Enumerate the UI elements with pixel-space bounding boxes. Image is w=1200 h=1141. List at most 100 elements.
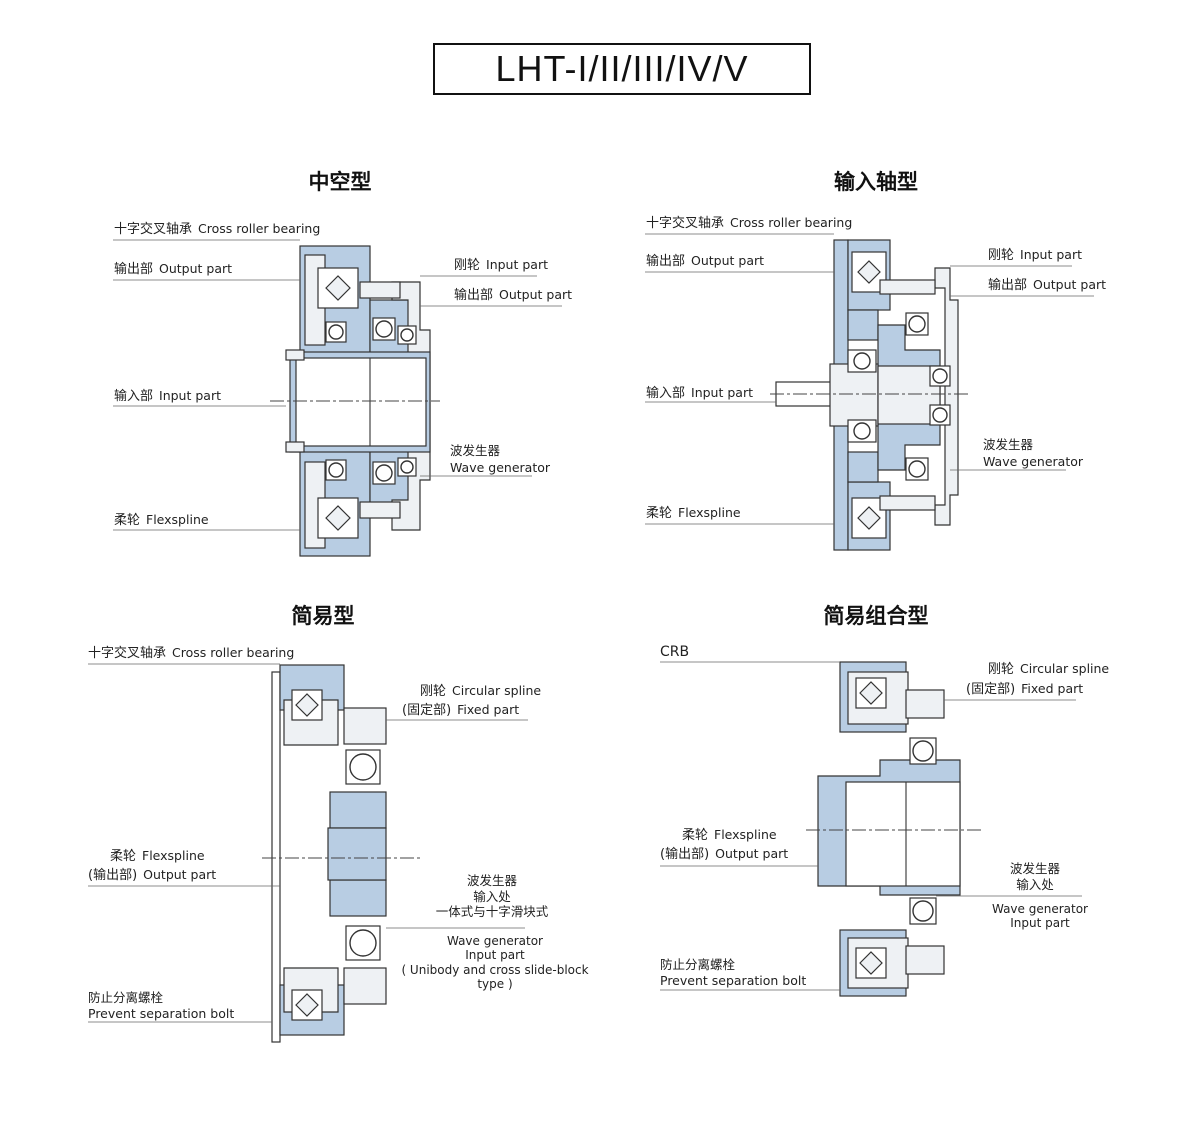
combo-flexout-en: Output part bbox=[715, 846, 789, 861]
section-title-shaft: 输入轴型 bbox=[834, 170, 918, 194]
hollow-type-diagram bbox=[270, 245, 440, 557]
combo-flexout-label: (输出部) Output part bbox=[660, 846, 789, 862]
combo-wave-en2: Input part bbox=[1010, 916, 1070, 931]
hollow-input-en: Input part bbox=[159, 388, 221, 403]
hollow-rigid-en: Input part bbox=[486, 257, 548, 272]
shaft-input-cn: 输入部 bbox=[646, 386, 686, 401]
hollow-flex-en: Flexspline bbox=[146, 512, 209, 527]
combo-wave-en1: Wave generator bbox=[991, 902, 1088, 916]
combo-flexout-cn: (输出部) bbox=[660, 847, 710, 862]
shaft-rigid-en: Input part bbox=[1020, 247, 1082, 262]
section-title-combo: 简易组合型 bbox=[823, 604, 929, 628]
hollow-rigid-cn: 刚轮 bbox=[454, 258, 481, 273]
hollow-output-label: 输出部 Output part bbox=[114, 261, 233, 277]
simple-type-diagram bbox=[262, 664, 420, 1043]
combo-bolt-en: Prevent separation bolt bbox=[660, 972, 807, 988]
shaft-rigid-label: 刚轮 Input part bbox=[988, 247, 1082, 263]
simple-wave-cn2: 输入处 bbox=[473, 888, 511, 904]
simple-flex-en: Flexspline bbox=[142, 848, 205, 863]
simple-fixed-en: Fixed part bbox=[457, 702, 520, 717]
shaft-output-label: 输出部 Output part bbox=[646, 253, 765, 269]
combo-fixed-label: (固定部) Fixed part bbox=[966, 681, 1084, 697]
simple-rigid-cn: 刚轮 bbox=[420, 684, 447, 699]
main-title-box: LHT-I/II/III/IV/V bbox=[433, 43, 811, 95]
hollow-rigid-label: 刚轮 Input part bbox=[454, 257, 548, 273]
simple-wave-cn-block: 波发生器 输入处 一体式与十字滑块式 bbox=[402, 873, 582, 920]
input-shaft-type-diagram bbox=[770, 239, 970, 551]
hollow-input-cn: 输入部 bbox=[114, 389, 154, 404]
combo-wave-cn2: 输入处 bbox=[1016, 876, 1054, 892]
simple-wave-en2: Input part bbox=[465, 948, 525, 963]
main-title: LHT-I/II/III/IV/V bbox=[495, 48, 749, 89]
combo-flex-cn: 柔轮 bbox=[682, 828, 709, 843]
hollow-wave-cn: 波发生器 bbox=[450, 443, 501, 458]
hollow-output-en: Output part bbox=[159, 261, 233, 276]
simple-fixed-label: (固定部) Fixed part bbox=[402, 702, 520, 718]
hollow-flex-cn: 柔轮 bbox=[114, 513, 141, 528]
combo-wave-en-block: Wave generator Input part bbox=[985, 902, 1095, 931]
hollow-output2-label: 输出部 Output part bbox=[454, 287, 573, 303]
shaft-crb-cn: 十字交叉轴承 bbox=[646, 216, 725, 231]
hollow-crb-cn: 十字交叉轴承 bbox=[114, 222, 193, 237]
shaft-wave-cn: 波发生器 bbox=[983, 437, 1034, 452]
combo-rigid-cn: 刚轮 bbox=[988, 662, 1015, 677]
shaft-output2-cn: 输出部 bbox=[988, 278, 1028, 293]
simple-crb-cn: 十字交叉轴承 bbox=[88, 646, 167, 661]
combo-rigid-label: 刚轮 Circular spline bbox=[988, 661, 1110, 677]
combo-bolt-cn: 防止分离螺栓 bbox=[660, 957, 736, 972]
combo-wave-cn1: 波发生器 bbox=[1009, 861, 1060, 876]
shaft-input-en: Input part bbox=[691, 385, 753, 400]
combo-bolt-label: 防止分离螺栓 Prevent separation bolt bbox=[660, 957, 806, 988]
simple-flexout-cn: (输出部) bbox=[88, 868, 138, 883]
combo-crb-label: CRB bbox=[660, 644, 690, 660]
shaft-output-en: Output part bbox=[691, 253, 765, 268]
leader-lines bbox=[88, 233, 1094, 1023]
simple-bolt-cn: 防止分离螺栓 bbox=[88, 990, 164, 1005]
hollow-output2-en: Output part bbox=[499, 287, 573, 302]
combo-flex-en: Flexspline bbox=[714, 827, 777, 842]
simple-flexout-en: Output part bbox=[143, 867, 217, 882]
hollow-input-label: 输入部 Input part bbox=[114, 388, 221, 404]
shaft-output-cn: 输出部 bbox=[646, 254, 686, 269]
hollow-flex-label: 柔轮 Flexspline bbox=[114, 512, 209, 528]
shaft-output2-label: 输出部 Output part bbox=[988, 277, 1107, 293]
combo-fixed-en: Fixed part bbox=[1021, 681, 1084, 696]
shaft-flex-en: Flexspline bbox=[678, 505, 741, 520]
simple-flex-cn: 柔轮 bbox=[110, 849, 137, 864]
simple-wave-en3: ( Unibody and cross slide-block type ) bbox=[401, 962, 589, 992]
simple-rigid-label: 刚轮 Circular spline bbox=[420, 683, 542, 699]
simple-flexout-label: (输出部) Output part bbox=[88, 867, 217, 883]
simple-bolt-en: Prevent separation bolt bbox=[88, 1005, 235, 1021]
simple-fixed-cn: (固定部) bbox=[402, 703, 452, 718]
hollow-wave-label: 波发生器 Wave generator bbox=[450, 443, 550, 477]
simple-crb-en: Cross roller bearing bbox=[172, 645, 295, 660]
combo-flex-label: 柔轮 Flexspline bbox=[682, 827, 777, 843]
simple-wave-cn3: 一体式与十字滑块式 bbox=[435, 904, 549, 920]
simple-wave-en-block: Wave generator Input part ( Unibody and … bbox=[390, 934, 600, 992]
hollow-output-cn: 输出部 bbox=[114, 262, 154, 277]
simple-flex-label: 柔轮 Flexspline bbox=[110, 848, 205, 864]
hollow-crb-label: 十字交叉轴承 Cross roller bearing bbox=[114, 221, 321, 237]
simple-rigid-en: Circular spline bbox=[452, 683, 542, 698]
simple-crb-label: 十字交叉轴承 Cross roller bearing bbox=[88, 645, 295, 661]
shaft-input-label: 输入部 Input part bbox=[646, 385, 753, 401]
combo-rigid-en: Circular spline bbox=[1020, 661, 1110, 676]
shaft-output2-en: Output part bbox=[1033, 277, 1107, 292]
section-title-simple: 简易型 bbox=[291, 604, 355, 628]
shaft-crb-en: Cross roller bearing bbox=[730, 215, 853, 230]
shaft-crb-label: 十字交叉轴承 Cross roller bearing bbox=[646, 215, 853, 231]
shaft-rigid-cn: 刚轮 bbox=[988, 248, 1015, 263]
simple-wave-cn1: 波发生器 bbox=[466, 873, 517, 888]
shaft-flex-cn: 柔轮 bbox=[646, 506, 673, 521]
shaft-wave-label: 波发生器 Wave generator bbox=[983, 437, 1083, 471]
simple-combo-type-diagram bbox=[806, 661, 982, 997]
combo-wave-cn-block: 波发生器 输入处 bbox=[985, 861, 1085, 892]
hollow-crb-en: Cross roller bearing bbox=[198, 221, 321, 236]
combo-fixed-cn: (固定部) bbox=[966, 682, 1016, 697]
simple-bolt-label: 防止分离螺栓 Prevent separation bolt bbox=[88, 990, 234, 1021]
shaft-wave-en: Wave generator bbox=[983, 453, 1084, 469]
hollow-output2-cn: 输出部 bbox=[454, 288, 494, 303]
hollow-wave-en: Wave generator bbox=[450, 459, 551, 475]
shaft-flex-label: 柔轮 Flexspline bbox=[646, 505, 741, 521]
